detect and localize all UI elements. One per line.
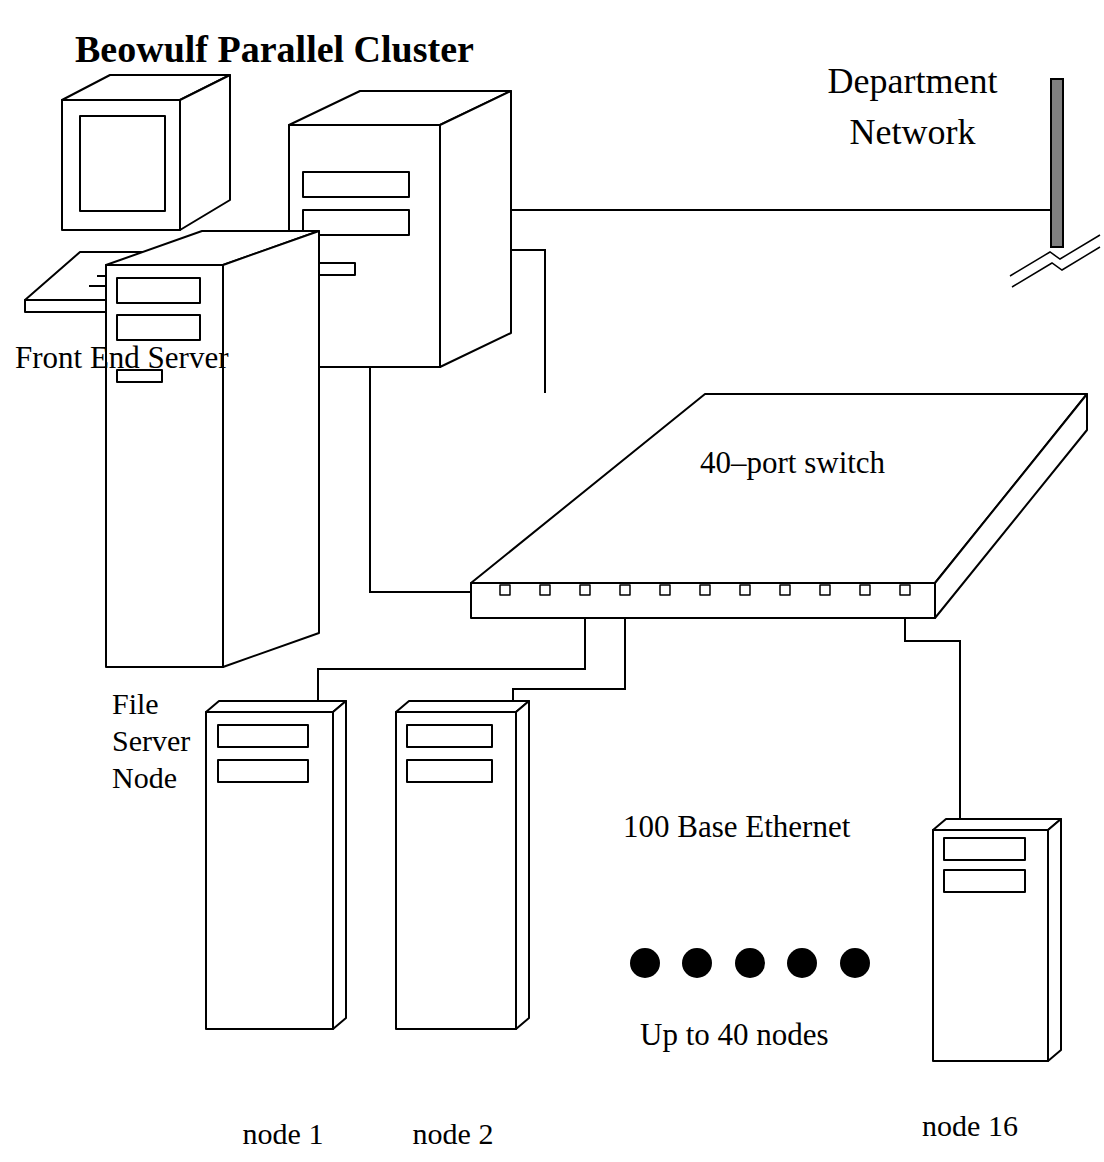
label-box: 100 Base Ethernet (623, 809, 850, 845)
label-box: Department Network (810, 56, 1015, 158)
switch-port (620, 585, 630, 595)
ethernet-cable (512, 250, 545, 393)
switch-shape (470, 393, 1090, 619)
network-label: 100 Base Ethernet (623, 809, 850, 845)
switch-port (660, 585, 670, 595)
tower-shape (395, 700, 530, 1030)
switch-port (780, 585, 790, 595)
label-box: node 1 (243, 1117, 324, 1152)
node-label: node 16 (922, 1109, 1018, 1144)
switch-port (500, 585, 510, 595)
node-count-label: Up to 40 nodes (640, 1017, 829, 1053)
node-label: Front End Server (15, 340, 229, 376)
ethernet-cable (513, 619, 625, 700)
switch-port (740, 585, 750, 595)
switch-port (900, 585, 910, 595)
diagram-title: Beowulf Parallel Cluster (75, 28, 474, 72)
label-box: node 2 (413, 1117, 494, 1152)
ethernet-cable (512, 209, 1050, 211)
label-box: Up to 40 nodes (640, 1017, 829, 1053)
node-label: node 1 (243, 1117, 324, 1152)
workstation-monitor (62, 75, 230, 230)
switch-port (860, 585, 870, 595)
tower-shape (105, 230, 320, 668)
compute-node: node 1 (205, 700, 347, 1030)
tower-shape (288, 90, 512, 368)
label-box: node 16 (922, 1109, 1018, 1144)
switch-port (540, 585, 550, 595)
switch-port (700, 585, 710, 595)
label-box: File Server Node (112, 685, 212, 796)
pole-shape (1050, 78, 1064, 248)
file-server: File Server Node (105, 230, 320, 668)
ethernet-cable (905, 619, 960, 818)
node-label: node 2 (413, 1117, 494, 1152)
front-end-server: Front End Server (288, 90, 512, 368)
label-box: Front End Server (15, 340, 229, 376)
node-label: 40–port switch (700, 445, 885, 481)
tower-shape (932, 818, 1062, 1062)
node-label: File Server Node (112, 685, 212, 796)
switch-port (820, 585, 830, 595)
compute-node: node 2 (395, 700, 530, 1030)
ethernet-cable (318, 619, 585, 700)
department-network: Department Network (1050, 78, 1064, 248)
tower-shape (205, 700, 347, 1030)
switch-port (580, 585, 590, 595)
compute-node: node 16 (932, 818, 1062, 1062)
title-box: Beowulf Parallel Cluster (75, 28, 474, 72)
network-switch: 40–port switch (470, 393, 1090, 619)
node-label: Department Network (810, 56, 1015, 158)
label-box: 40–port switch (700, 445, 885, 481)
ellipsis-dots (630, 948, 870, 978)
